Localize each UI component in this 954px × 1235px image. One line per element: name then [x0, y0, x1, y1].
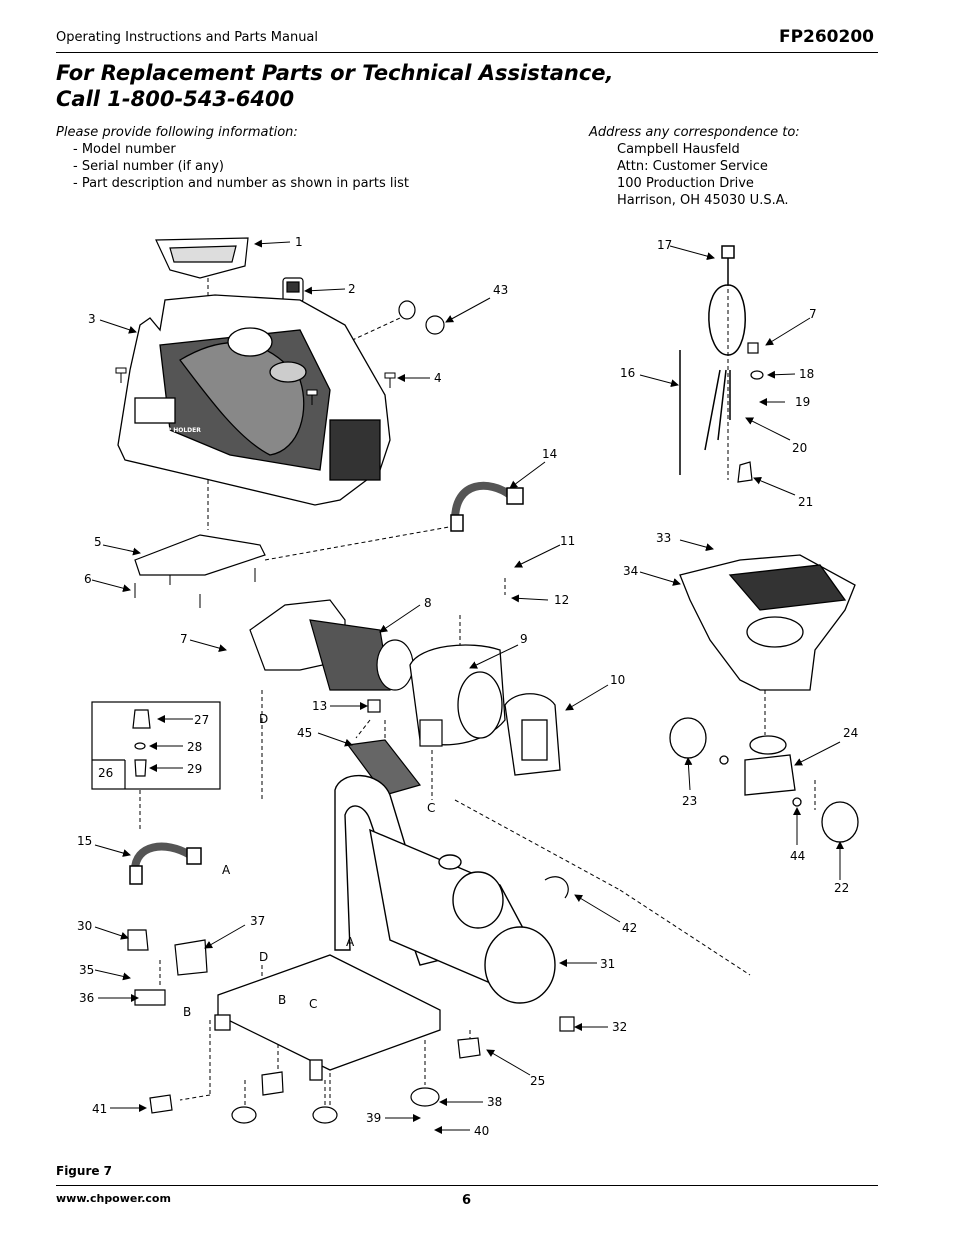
address-line: Attn: Customer Service — [617, 159, 768, 174]
ref-letter-b: B — [183, 1005, 191, 1019]
label-18: 18 — [799, 367, 814, 381]
label-22: 22 — [834, 881, 849, 895]
address-line: Campbell Hausfeld — [617, 142, 740, 157]
ref-letter-a: A — [222, 863, 231, 877]
label-43: 43 — [493, 283, 508, 297]
base-plate — [214, 954, 441, 1081]
part-31-tank-frame — [334, 774, 556, 1004]
address-heading: Address any correspondence to: — [589, 125, 800, 140]
part-number-labels: 1 2 3 4 43 5 6 7 8 9 10 11 12 13 14 15 1… — [77, 235, 858, 1138]
label-17: 17 — [657, 238, 672, 252]
label-36: 36 — [79, 991, 94, 1005]
small-parts — [127, 342, 764, 1124]
label-35: 35 — [79, 963, 94, 977]
page-title: For Replacement Parts or Technical Assis… — [56, 60, 614, 112]
info-heading: Please provide following information: — [56, 125, 298, 140]
label-7b: 7 — [809, 307, 817, 321]
part-24-manifold — [669, 717, 859, 843]
label-12: 12 — [554, 593, 569, 607]
inset-box-26 — [91, 701, 221, 790]
part-5-bracket — [134, 534, 266, 576]
part-3-shroud: VALVE CAP HOLDER — [117, 294, 391, 506]
label-31: 31 — [600, 957, 615, 971]
label-14: 14 — [542, 447, 557, 461]
label-29: 29 — [187, 762, 202, 776]
label-45: 45 — [297, 726, 312, 740]
label-42: 42 — [622, 921, 637, 935]
reference-letters: A A B B C C D D — [183, 712, 435, 1019]
label-39: 39 — [366, 1111, 381, 1125]
label-20: 20 — [792, 441, 807, 455]
label-5: 5 — [94, 535, 102, 549]
label-3: 3 — [88, 312, 96, 326]
label-13: 13 — [312, 699, 327, 713]
info-item: - Part description and number as shown i… — [73, 176, 409, 191]
part-43-plugs — [398, 300, 445, 335]
label-26: 26 — [98, 766, 113, 780]
label-41: 41 — [92, 1102, 107, 1116]
ref-letter-d: D — [259, 950, 268, 964]
label-21: 21 — [798, 495, 813, 509]
screws — [115, 367, 396, 608]
figure-caption: Figure 7 — [56, 1164, 113, 1178]
label-32: 32 — [612, 1020, 627, 1034]
part-16-17-cord — [679, 245, 746, 475]
label-9: 9 — [520, 632, 528, 646]
part-14-hose — [450, 481, 524, 532]
footer-url[interactable]: www.chpower.com — [56, 1192, 171, 1205]
manual-title: Operating Instructions and Parts Manual — [56, 30, 319, 45]
part-9-10-shrouds — [409, 644, 561, 776]
title-line-2: Call 1-800-543-6400 — [56, 87, 295, 111]
page-number: 6 — [462, 1193, 472, 1208]
ref-letter-a: A — [346, 935, 355, 949]
address-line: 100 Production Drive — [617, 176, 754, 191]
label-25: 25 — [530, 1074, 545, 1088]
part-2-switch — [282, 277, 304, 303]
info-item: - Serial number (if any) — [73, 159, 224, 174]
label-30: 30 — [77, 919, 92, 933]
cover-label-text: VALVE CAP HOLDER — [135, 427, 201, 434]
part-34-cover — [679, 554, 856, 691]
info-item: - Model number — [73, 142, 176, 157]
model-number: FP260200 — [778, 27, 874, 47]
correspondence-address: Address any correspondence to: Campbell … — [589, 124, 800, 209]
label-44: 44 — [790, 849, 805, 863]
label-28: 28 — [187, 740, 202, 754]
label-23: 23 — [682, 794, 697, 808]
ref-letter-c: C — [309, 997, 317, 1011]
label-15: 15 — [77, 834, 92, 848]
part-8-motor — [249, 599, 414, 691]
label-11: 11 — [560, 534, 575, 548]
label-27: 27 — [194, 713, 209, 727]
label-24: 24 — [843, 726, 858, 740]
info-request: Please provide following information: - … — [56, 124, 409, 192]
footer-rule — [56, 1185, 878, 1186]
label-34: 34 — [623, 564, 638, 578]
label-8: 8 — [424, 596, 432, 610]
label-2: 2 — [348, 282, 356, 296]
label-33: 33 — [656, 531, 671, 545]
label-1: 1 — [295, 235, 303, 249]
label-37: 37 — [250, 914, 265, 928]
label-40: 40 — [474, 1124, 489, 1138]
ref-letter-d: D — [259, 712, 268, 726]
label-6: 6 — [84, 572, 92, 586]
label-4: 4 — [434, 371, 442, 385]
label-7: 7 — [180, 632, 188, 646]
label-16: 16 — [620, 366, 635, 380]
address-line: Harrison, OH 45030 U.S.A. — [617, 193, 789, 208]
label-10: 10 — [610, 673, 625, 687]
ref-letter-b: B — [278, 993, 286, 1007]
label-19: 19 — [795, 395, 810, 409]
header-rule — [56, 52, 878, 53]
ref-letter-c: C — [427, 801, 435, 815]
title-line-1: For Replacement Parts or Technical Assis… — [56, 61, 614, 85]
part-1-cap-holder — [155, 237, 249, 279]
leader-arrows — [91, 239, 844, 1134]
part-15-hose — [129, 842, 202, 885]
label-38: 38 — [487, 1095, 502, 1109]
assembly-lines — [139, 275, 816, 1110]
